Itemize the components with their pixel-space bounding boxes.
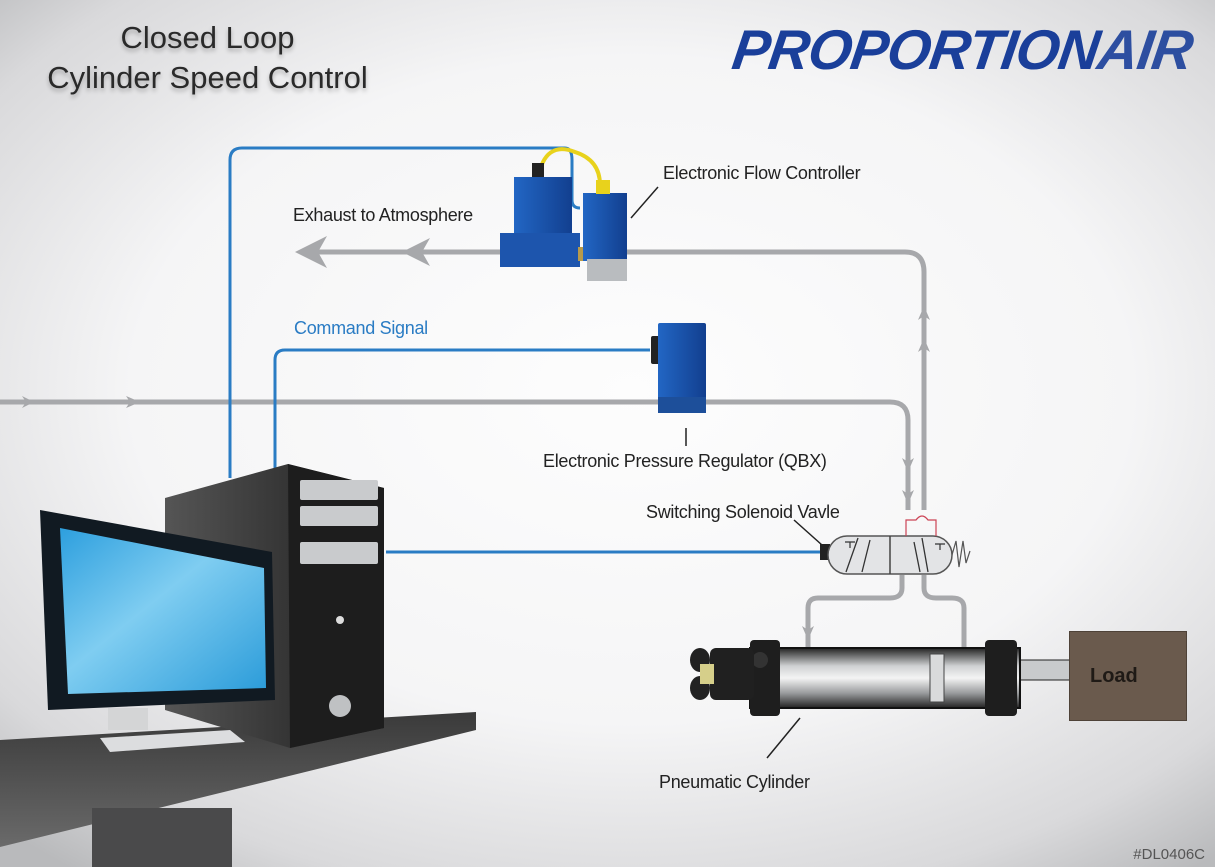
arrow-left-icon bbox=[295, 236, 327, 268]
command-signal-line bbox=[273, 348, 650, 468]
solenoid-valve-leader bbox=[793, 519, 823, 546]
label-exhaust: Exhaust to Atmosphere bbox=[293, 205, 473, 225]
diagram-title-line2: Cylinder Speed Control bbox=[47, 60, 368, 95]
air-lines bbox=[0, 249, 967, 650]
valve-to-cylinder-line-b bbox=[921, 575, 967, 650]
load-box: Load bbox=[1069, 631, 1187, 721]
brand-logo: PROPORTIONAIR bbox=[728, 18, 1197, 81]
flow-arrows bbox=[22, 236, 930, 640]
electronic-pressure-regulator[interactable] bbox=[651, 323, 706, 413]
document-code: #DL0406C bbox=[1133, 846, 1205, 863]
supply-air-line bbox=[0, 399, 911, 510]
label-command-signal: Command Signal bbox=[294, 318, 428, 338]
arrow-left-icon bbox=[402, 238, 430, 266]
flow-controller-leader bbox=[630, 186, 659, 219]
brand-suffix: AIR bbox=[1094, 18, 1197, 81]
electronic-flow-controller[interactable] bbox=[500, 147, 627, 281]
arrow-down-icon bbox=[902, 490, 914, 504]
label-pressure-regulator: Electronic Pressure Regulator (QBX) bbox=[543, 451, 827, 471]
brand-name: PROPORTION bbox=[728, 18, 1103, 81]
label-flow-controller: Electronic Flow Controller bbox=[663, 163, 861, 183]
arrow-right-icon bbox=[22, 396, 34, 408]
monitor-screen bbox=[60, 528, 266, 694]
desk-leg bbox=[92, 808, 232, 867]
arrow-right-icon bbox=[126, 396, 140, 408]
label-cylinder: Pneumatic Cylinder bbox=[659, 772, 810, 792]
power-button[interactable] bbox=[336, 616, 344, 624]
diagram-title-line1: Closed Loop bbox=[120, 20, 295, 55]
arrow-down-icon bbox=[902, 458, 914, 472]
load-label: Load bbox=[1090, 665, 1138, 687]
exhaust-air-line bbox=[300, 249, 927, 510]
pneumatic-cylinder[interactable] bbox=[690, 640, 1071, 716]
arrow-down-icon bbox=[802, 626, 814, 640]
desk bbox=[0, 712, 476, 847]
switching-solenoid-valve[interactable] bbox=[820, 515, 971, 575]
arrow-up-icon bbox=[918, 338, 930, 352]
yellow-cable bbox=[536, 147, 602, 186]
valve-to-cylinder-line-a bbox=[805, 575, 905, 650]
cylinder-leader bbox=[766, 717, 801, 759]
label-solenoid-valve: Switching Solenoid Vavle bbox=[646, 502, 840, 522]
computer-workstation bbox=[0, 464, 476, 867]
arrow-up-icon bbox=[918, 306, 930, 320]
